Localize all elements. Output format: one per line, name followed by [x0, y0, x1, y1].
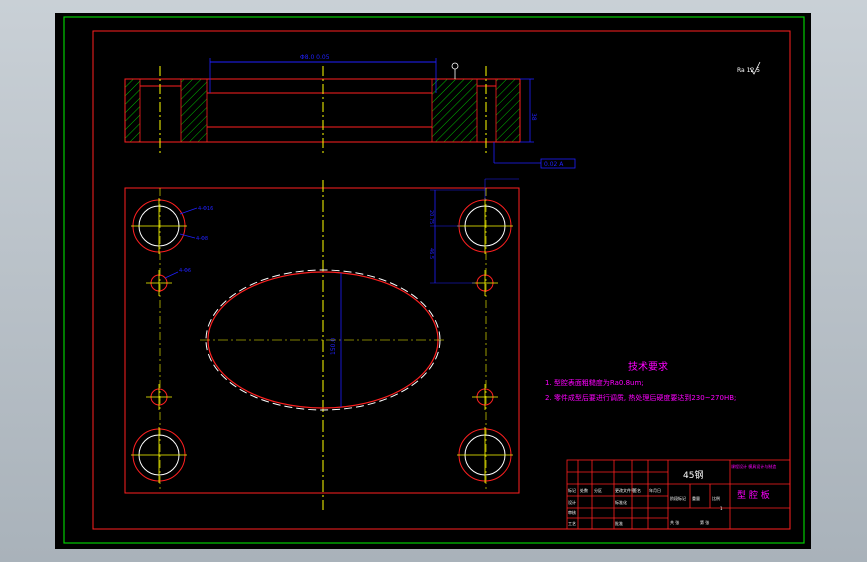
inner-frame: [92, 30, 791, 530]
roughness-symbol: [749, 61, 761, 75]
side-dimension-label: 38: [530, 113, 537, 121]
hatch-left-1: [124, 78, 141, 143]
hatch-left-2: [180, 78, 208, 143]
vertical-dim-1: 20.75: [428, 210, 434, 224]
datum-callout-label: 0.02 A: [544, 161, 564, 168]
hatch-right-2: [495, 78, 521, 143]
small-hole-lower-right: [472, 384, 498, 410]
counterbore-hole-bottom-right: [457, 427, 513, 483]
small-hole-upper-right: [472, 270, 498, 296]
ellipse-dimension-label: 150.0: [330, 338, 337, 355]
cell-change-doc: 更改文件号: [615, 487, 635, 493]
cell-process: 工艺: [568, 521, 576, 526]
elliptical-cavity: 150.0: [200, 269, 446, 411]
counterbore-hole-top-left: [131, 198, 187, 254]
title-block: [566, 459, 791, 530]
cell-stage: 阶段标记: [670, 495, 686, 501]
vertical-dim-2: 46.5: [428, 248, 434, 259]
cell-mark: 标记: [568, 487, 576, 493]
tech-req-2: 2. 零件成型后要进行调质, 热处理后硬度要达到230~270HB;: [545, 393, 736, 402]
cell-sheet-no: 第 张: [700, 519, 709, 525]
plate-outline: [124, 187, 520, 494]
counterbore-hole-bottom-left: [131, 427, 187, 483]
small-hole-upper-left: [146, 270, 172, 296]
small-hole-lower-left: [146, 384, 172, 410]
cell-design: 设计: [568, 499, 576, 505]
tech-heading: 技术要求: [628, 360, 668, 373]
roughness-note: Ra 12.5: [737, 67, 760, 74]
hole-callout-3: 4-Φ6: [179, 268, 191, 274]
tech-req-1: 1. 型腔表面粗糙度为Ra0.8um;: [545, 378, 644, 387]
cell-zone: 分区: [594, 487, 602, 493]
plan-view: 150.0 4-Φ16 4-Φ8 4-Φ6 20.75 46.5: [124, 178, 520, 510]
cell-sign: 签名: [633, 487, 641, 493]
cell-review: 审核: [568, 509, 576, 515]
cell-standard: 标准化: [615, 499, 627, 505]
cell-scale-value: 1: [720, 506, 723, 511]
cell-total-sheets: 共 张: [670, 519, 679, 525]
hole-callout-2: 4-Φ8: [196, 236, 208, 242]
title-block-cells: 标记 处数 分区 更改文件号 签名 年月日 设计 标准化 审核 工艺 批准 阶段…: [568, 487, 723, 526]
tech-requirements: 技术要求 1. 型腔表面粗糙度为Ra0.8um; 2. 零件成型后要进行调质, …: [545, 360, 736, 402]
section-view: Φ8.0 0.05 38 0.02 A: [124, 54, 576, 169]
hole-callout-1: 4-Φ16: [198, 206, 213, 212]
material-label: 45钢: [683, 469, 703, 481]
top-dimension-label: Φ8.0 0.05: [300, 54, 330, 61]
outer-frame: [63, 16, 805, 544]
cell-count: 处数: [580, 487, 588, 493]
cell-approve: 批准: [615, 520, 623, 526]
cell-date: 年月日: [649, 487, 661, 493]
hatch-right-1: [431, 78, 478, 143]
part-name-label: 型 腔 板: [737, 489, 770, 501]
cell-scale: 比例: [712, 495, 720, 501]
cell-weight: 重量: [692, 495, 700, 501]
school-note: 课程设计 模具设计与制造: [731, 463, 776, 469]
datum-callout-box: [540, 158, 576, 169]
